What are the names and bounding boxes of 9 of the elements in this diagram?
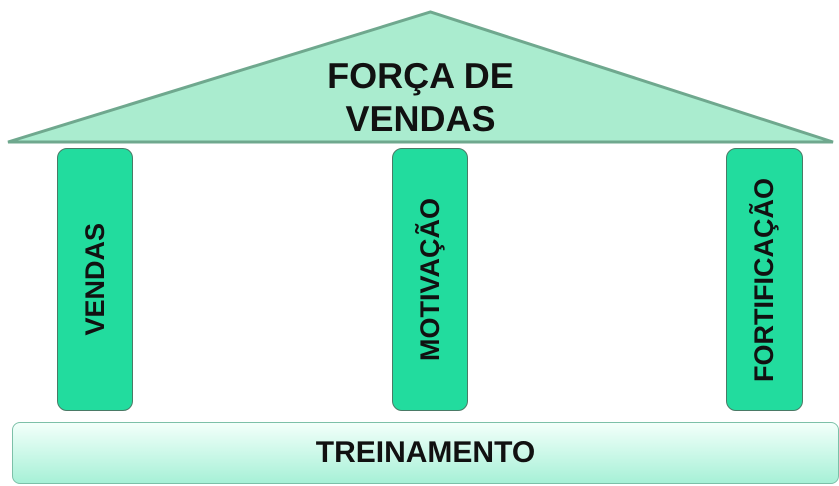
pillar-label: FORTIFICAÇÃO [749, 178, 780, 382]
pillar [392, 148, 468, 411]
pillar-label: MOTIVAÇÃO [414, 198, 446, 361]
foundation-bar [12, 422, 839, 484]
roof-title: FORÇA DE VENDAS [326, 54, 515, 140]
pillar [726, 148, 803, 411]
foundation-label: TREINAMENTO [316, 436, 536, 470]
pillar [57, 148, 133, 411]
pillar-label: VENDAS [80, 223, 110, 336]
